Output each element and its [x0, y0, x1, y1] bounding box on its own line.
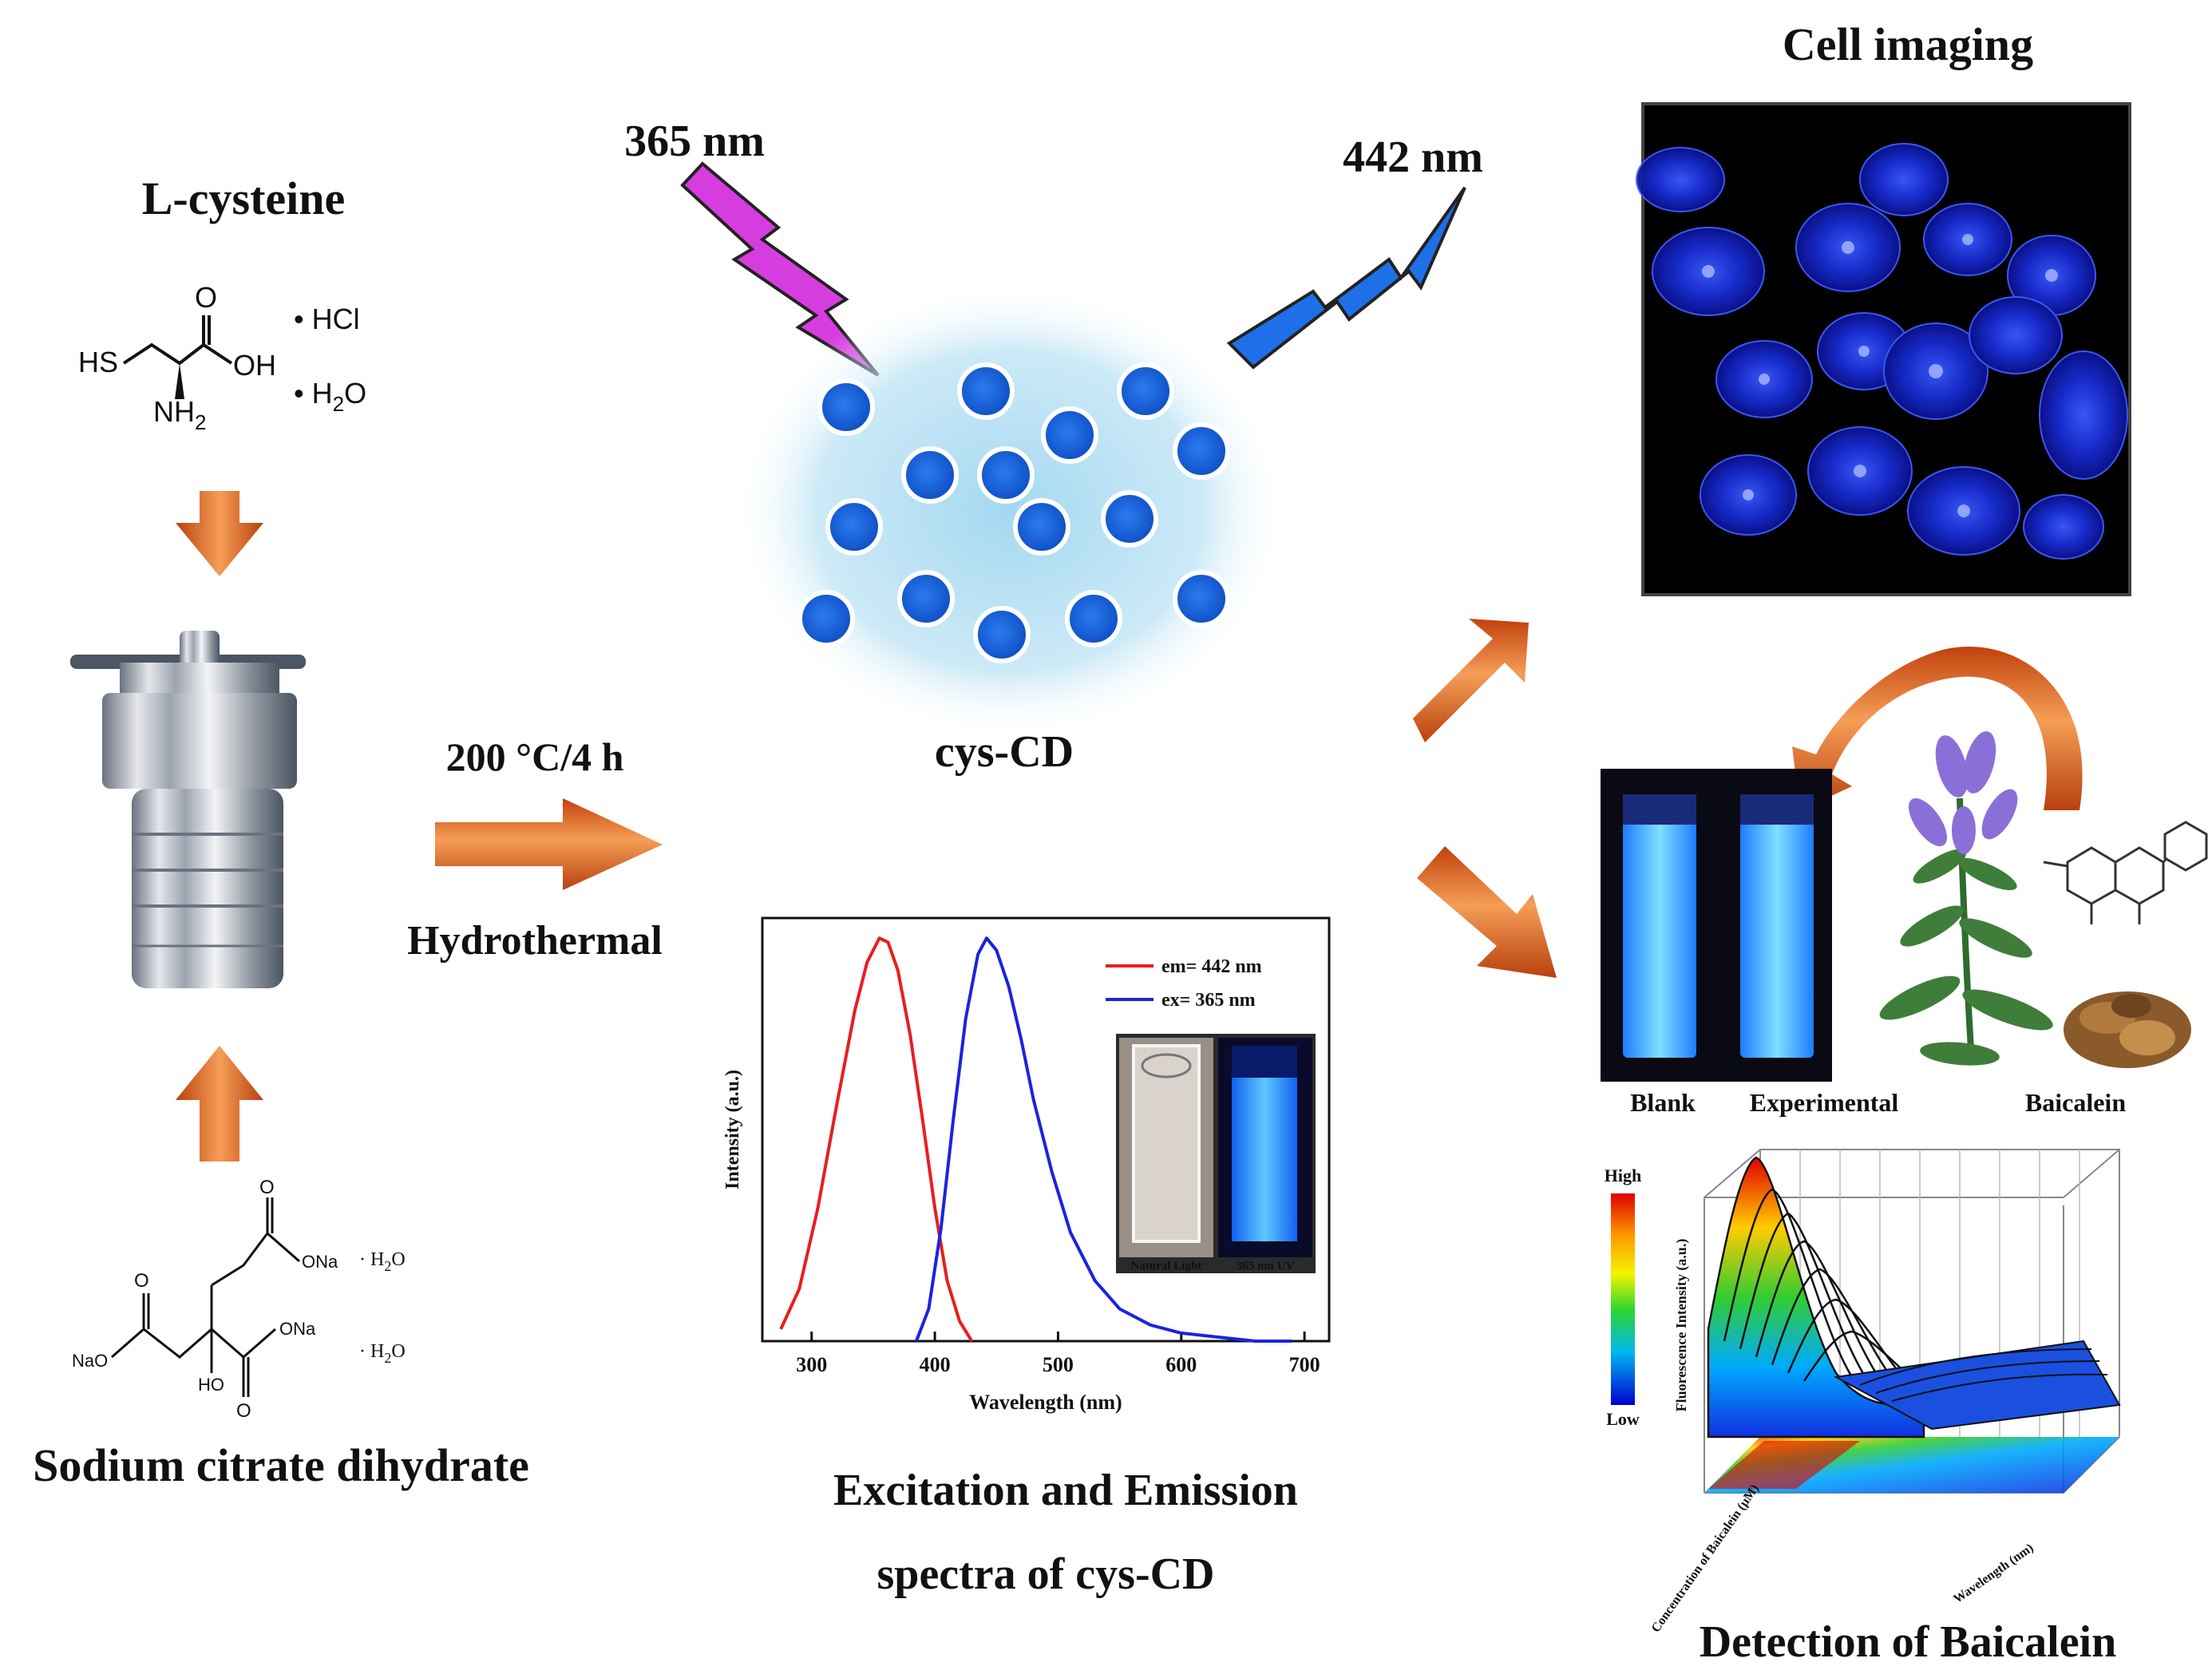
chart-lines	[779, 936, 1292, 1343]
cell-imaging-photo	[1636, 102, 2131, 596]
chart-xlabel: Wavelength (nm)	[969, 1391, 1122, 1414]
zaxis-label: Fluorescence Intensity (a.u.)	[1673, 1239, 1690, 1412]
baicalein-plant-image	[1879, 731, 2053, 1066]
colorbar-high: High	[1605, 1165, 1641, 1185]
cys-hcl: • HCl	[294, 303, 360, 335]
excitation-label: 365 nm	[624, 117, 765, 166]
cys-nh2: NH2	[153, 395, 206, 434]
cys-o: O	[195, 281, 217, 314]
legend-ex: ex= 365 nm	[1161, 990, 1256, 1011]
spectra-caption-line1: Excitation and Emission	[833, 1466, 1298, 1515]
app2-label: Detection of Baicalein	[1700, 1617, 2117, 1667]
reagent1-label: L-cysteine	[142, 172, 346, 224]
citrate-nao: NaO	[72, 1351, 108, 1371]
spectra-caption-line2: spectra of cys-CD	[877, 1549, 1215, 1599]
emission-label: 442 nm	[1343, 133, 1483, 182]
carbon-dots-cluster	[734, 283, 1285, 738]
citrate-ona1: ONa	[302, 1252, 338, 1272]
x-tick-label: 600	[1165, 1353, 1197, 1376]
citrate-h2o-1: · H2O	[359, 1249, 406, 1274]
cys-h2o: • H2O	[294, 377, 366, 416]
autoclave-reactor-image	[70, 631, 306, 988]
x-tick-label: 300	[796, 1353, 827, 1376]
method-label: Hydrothermal	[407, 918, 663, 964]
citrate-structure	[111, 1197, 300, 1397]
citrate-ho: HO	[198, 1375, 224, 1395]
emission-arrow-icon	[1226, 186, 1466, 370]
up-arrow-icon	[176, 1046, 263, 1162]
curved-return-arrow-icon	[1792, 647, 2083, 810]
x-tick-label: 400	[920, 1353, 951, 1376]
dried-root-image	[2064, 991, 2191, 1068]
xaxis-label: Wavelength (nm)	[1951, 1541, 2036, 1606]
cysteine-structure: HS O OH NH2 • HCl • H2O	[78, 281, 366, 434]
legend-em: em= 442 nm	[1161, 956, 1262, 977]
baicalein-label: Baicalein	[2025, 1088, 2126, 1117]
chart-ticks: 300 400 500 600 700	[796, 1332, 1320, 1376]
citrate-o1: O	[134, 1270, 149, 1292]
arrow-to-imaging-icon	[1413, 619, 1529, 742]
excitation-curve	[779, 936, 974, 1343]
reagent2-label: Sodium citrate dihydrate	[33, 1439, 529, 1491]
citrate-o3: O	[236, 1400, 251, 1422]
emission-curve	[915, 936, 1292, 1343]
x-tick-label: 500	[1043, 1353, 1074, 1376]
down-arrow-icon	[176, 491, 263, 576]
chart-legend: em= 442 nm ex= 365 nm	[1106, 956, 1262, 1011]
vial-blank-label: Blank	[1630, 1088, 1696, 1117]
citrate-ona2: ONa	[279, 1319, 316, 1339]
app1-label: Cell imaging	[1783, 18, 2033, 70]
x-tick-label: 700	[1289, 1353, 1320, 1376]
colorbar-low: Low	[1606, 1409, 1640, 1429]
inset-photos: Natural Light 365 nm UV	[1116, 1034, 1316, 1273]
carbon-dot-group	[797, 362, 1230, 663]
inset-right-caption: 365 nm UV	[1237, 1260, 1295, 1272]
cys-oh: OH	[233, 349, 276, 382]
citrate-h2o-2: · H2O	[359, 1341, 406, 1366]
cys-hs: HS	[78, 346, 118, 378]
arrow-to-detection-icon	[1417, 846, 1557, 978]
product-label: cys-CD	[935, 727, 1074, 777]
colorbar	[1611, 1193, 1635, 1405]
yaxis-label: Concentration of Baicalein (μM)	[1649, 1482, 1762, 1636]
inset-left-caption: Natural Light	[1131, 1260, 1202, 1272]
surface-plot: High Low	[1605, 1149, 2121, 1636]
process-arrow-icon	[435, 798, 663, 890]
spectra-chart: 300 400 500 600 700 em= 442 nm ex= 365 nm Na…	[722, 916, 1331, 1414]
vial-experimental-label: Experimental	[1750, 1088, 1899, 1117]
citrate-o2: O	[259, 1177, 275, 1198]
chart-ylabel: Intensity (a.u.)	[722, 1070, 743, 1189]
vials-photo	[1601, 769, 1832, 1082]
condition-label: 200 °C/4 h	[446, 734, 624, 779]
baicalein-structure	[2043, 821, 2208, 924]
